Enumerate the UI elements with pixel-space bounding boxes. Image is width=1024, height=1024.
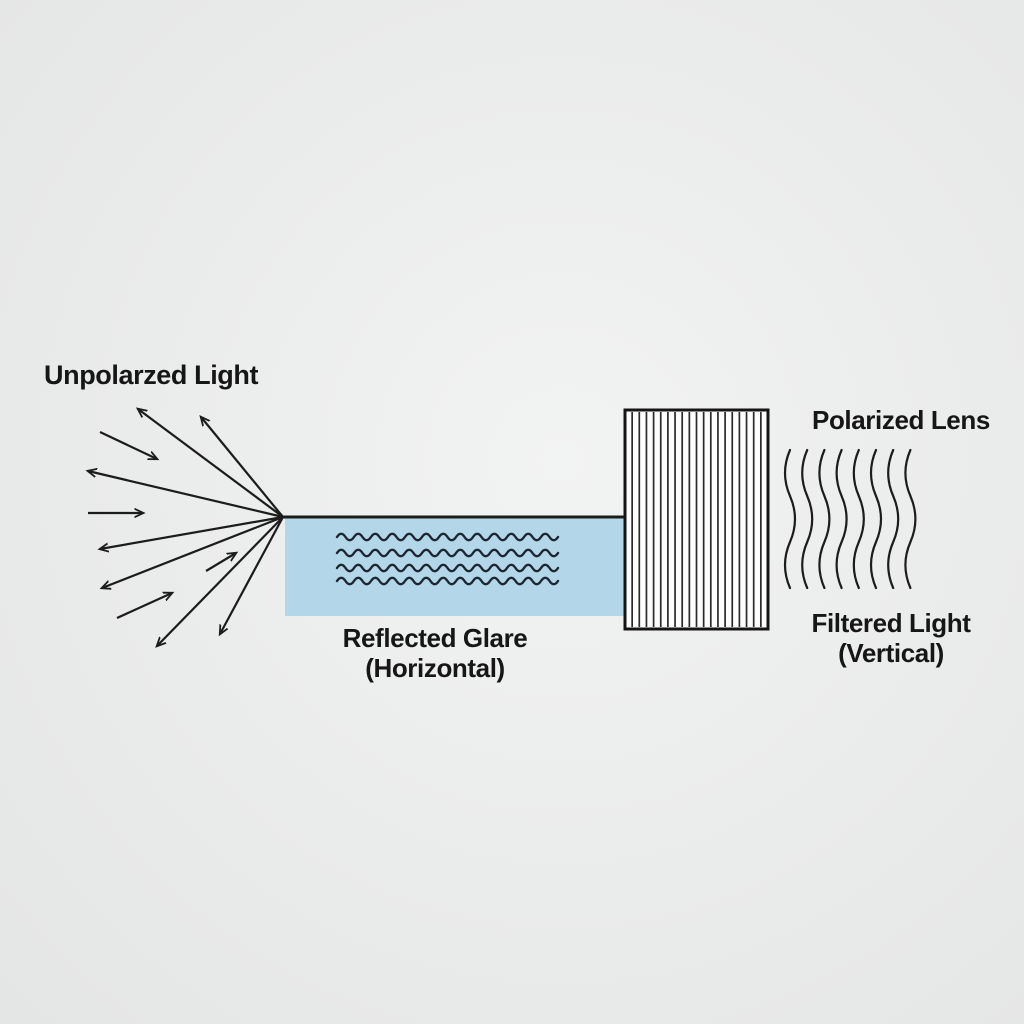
unpolarized-ray-fan xyxy=(88,409,284,646)
horizontal-glare-wave xyxy=(335,576,560,586)
vertical-light-wave xyxy=(887,448,900,590)
horizontal-glare-wave xyxy=(335,563,560,573)
vertical-light-wave xyxy=(852,448,865,590)
label-filtered-light-line2: (Vertical) xyxy=(838,638,944,668)
vertical-light-wave xyxy=(801,448,814,590)
label-filtered-light-line1: Filtered Light xyxy=(811,608,971,638)
water-rect xyxy=(285,517,626,616)
label-filtered-light: Filtered Light (Vertical) xyxy=(791,608,991,668)
light-ray-outward xyxy=(157,516,284,646)
light-ray-outward xyxy=(138,409,284,518)
vertical-light-wave xyxy=(818,448,831,590)
light-ray-outward xyxy=(100,515,284,549)
light-ray-inward xyxy=(116,593,172,620)
polarized-lens-box xyxy=(623,408,770,631)
light-ray-outward xyxy=(201,417,284,518)
light-ray-outward xyxy=(220,516,284,634)
vertical-light-wave xyxy=(835,448,848,590)
vertical-light-wave xyxy=(904,448,917,590)
label-unpolarized-light: Unpolarzed Light xyxy=(44,360,259,390)
label-reflected-glare-line2: (Horizontal) xyxy=(365,653,505,683)
light-ray-inward xyxy=(205,553,236,572)
filtered-light-waves xyxy=(783,448,917,590)
light-ray-inward xyxy=(99,431,157,459)
label-reflected-glare: Reflected Glare (Horizontal) xyxy=(285,623,585,683)
vertical-light-wave xyxy=(783,448,797,590)
water-surface xyxy=(283,515,628,616)
label-polarized-lens: Polarized Lens xyxy=(812,405,990,435)
vertical-light-wave xyxy=(869,448,883,590)
light-ray-outward xyxy=(88,471,284,519)
label-reflected-glare-line1: Reflected Glare xyxy=(342,623,528,653)
horizontal-glare-wave xyxy=(335,532,560,542)
horizontal-glare-wave xyxy=(335,548,560,558)
light-ray-outward xyxy=(102,515,284,588)
